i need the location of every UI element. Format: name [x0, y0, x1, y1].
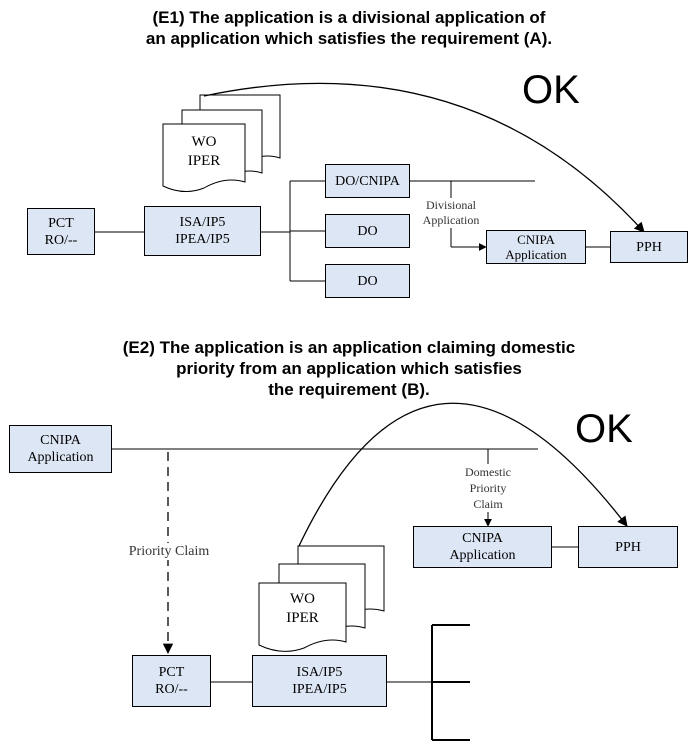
e2-domestic-priority-label: Domestic Priority Claim	[454, 464, 522, 512]
e1-document-label: WO IPER	[187, 134, 221, 169]
e2-cnipa-top-box: CNIPA Application	[9, 425, 112, 473]
e2-cnipa-application-box: CNIPA Application	[413, 526, 552, 568]
e2-priority-claim-label: Priority Claim	[118, 543, 220, 560]
e1-isa-box: ISA/IP5 IPEA/IP5	[144, 206, 261, 256]
e1-cnipa-application-box: CNIPA Application	[486, 230, 586, 264]
e1-divisional-label: Divisional Application	[415, 198, 487, 228]
e2-document-label: WO IPER	[286, 591, 319, 626]
e2-isa-box: ISA/IP5 IPEA/IP5	[252, 655, 387, 707]
e2-pph-box: PPH	[578, 526, 678, 568]
e2-ok-arc	[297, 402, 628, 549]
e2-document-stack	[258, 545, 385, 652]
e2-ok-label: OK	[575, 407, 633, 451]
e2-title: (E2) The application is an application c…	[122, 338, 576, 399]
e1-pph-box: PPH	[610, 231, 688, 263]
e1-document-stack	[162, 94, 281, 192]
e1-pct-box: PCT RO/--	[27, 208, 95, 255]
e1-ok-label: OK	[522, 68, 580, 112]
e1-do-box-2: DO	[325, 264, 410, 298]
e1-ok-arc	[203, 82, 645, 233]
e1-title: (E1) The application is a divisional app…	[145, 8, 553, 48]
e2-pct-box: PCT RO/--	[132, 655, 211, 707]
e1-do-box-1: DO	[325, 214, 410, 248]
e1-do-cnipa-box: DO/CNIPA	[325, 164, 410, 198]
